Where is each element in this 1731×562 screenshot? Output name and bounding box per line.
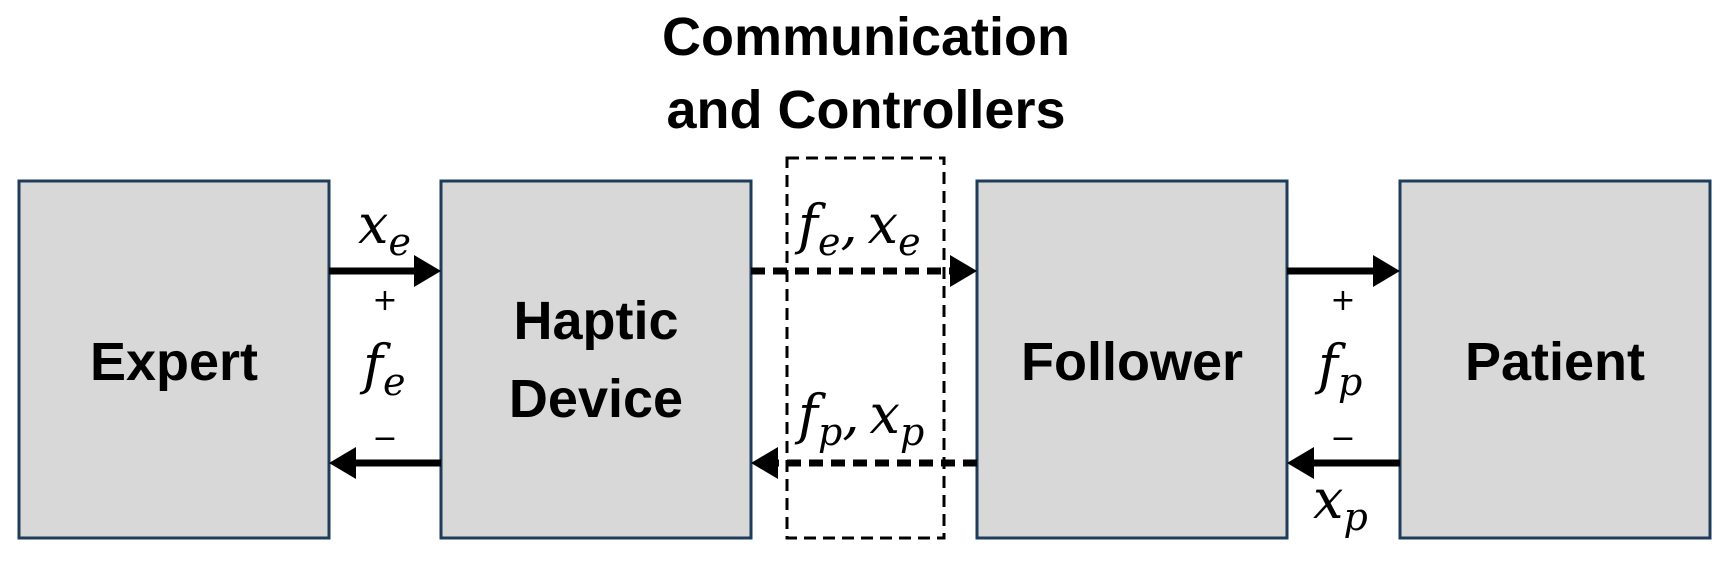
follower-label: Follower xyxy=(1021,332,1243,392)
label-fe-xe: fe,xe xyxy=(794,193,921,264)
plus-sign-expert-side: + xyxy=(372,283,397,318)
label-x-e: xe xyxy=(358,193,411,264)
patient-label: Patient xyxy=(1465,332,1645,392)
diagram-title-line2: and Controllers xyxy=(666,80,1065,140)
haptic-device-block: Haptic Device xyxy=(439,179,753,540)
patient-block: Patient xyxy=(1398,179,1712,540)
follower-block: Follower xyxy=(975,179,1289,540)
expert-block: Expert xyxy=(17,179,331,540)
arrow-follower-to-haptic xyxy=(751,447,977,479)
haptic-device-label-line2: Device xyxy=(509,369,683,429)
haptic-device-label-line1: Haptic xyxy=(513,291,678,351)
arrow-follower-to-patient xyxy=(1287,255,1400,287)
label-f-p: fp xyxy=(1314,333,1362,404)
minus-sign-expert-side: − xyxy=(372,421,397,456)
arrow-haptic-to-expert xyxy=(329,447,441,479)
label-f-e: fe xyxy=(359,333,406,404)
expert-label: Expert xyxy=(90,332,258,392)
label-x-p: xp xyxy=(1313,468,1368,539)
minus-sign-patient-side: − xyxy=(1330,421,1355,456)
arrow-expert-to-haptic xyxy=(329,255,441,287)
diagram-title-line1: Communication xyxy=(662,7,1070,67)
label-fp-xp: fp,xp xyxy=(794,383,924,454)
plus-sign-patient-side: + xyxy=(1330,283,1355,318)
communication-dashed-box xyxy=(785,156,946,540)
arrow-patient-to-follower xyxy=(1287,447,1400,479)
arrow-haptic-to-follower xyxy=(751,255,977,287)
